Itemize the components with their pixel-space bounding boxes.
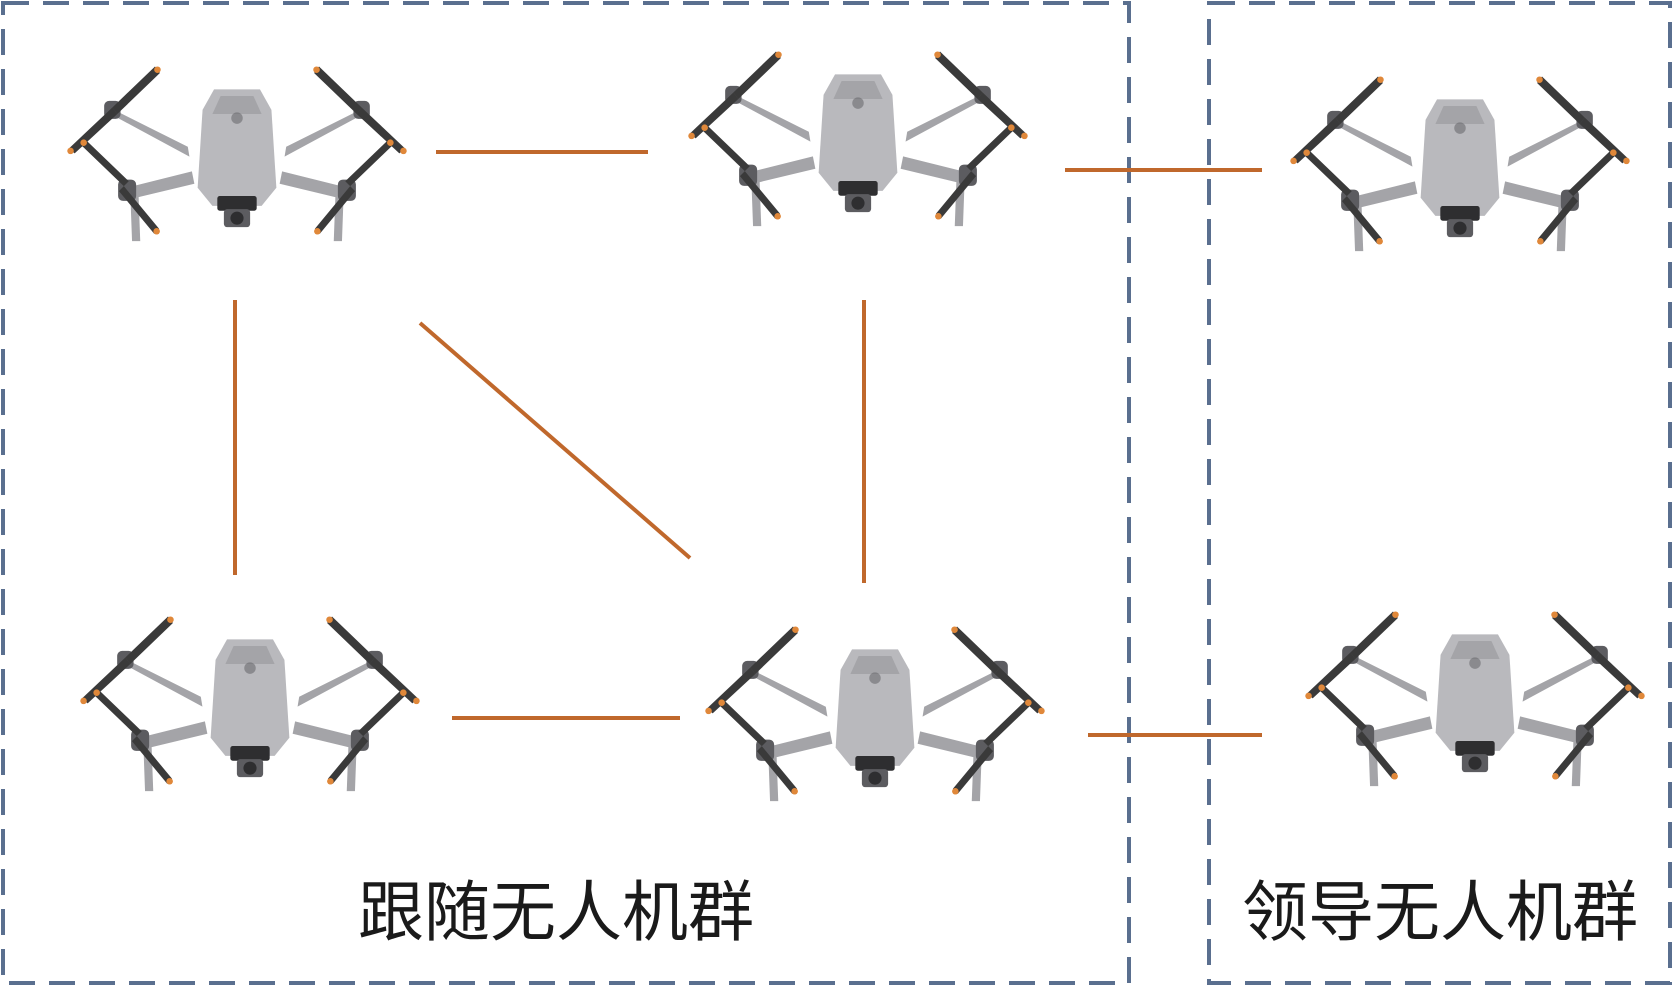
- link-follower-1-follower-4: [418, 321, 692, 560]
- drone-icon-follower-3: [80, 616, 420, 792]
- drone-icon-leader-1: [1290, 76, 1630, 252]
- follower-group-border: [1, 1, 1131, 985]
- follower-group-label: 跟随无人机群: [358, 874, 754, 951]
- links-layer: [233, 150, 1262, 737]
- drones-layer: [67, 51, 1645, 802]
- drone-icon-follower-4: [705, 626, 1045, 802]
- drone-icon-leader-2: [1305, 611, 1645, 787]
- leader-group-label: 领导无人机群: [1242, 874, 1638, 951]
- drone-icon-follower-1: [67, 66, 407, 242]
- drone-icon-follower-2: [688, 51, 1028, 227]
